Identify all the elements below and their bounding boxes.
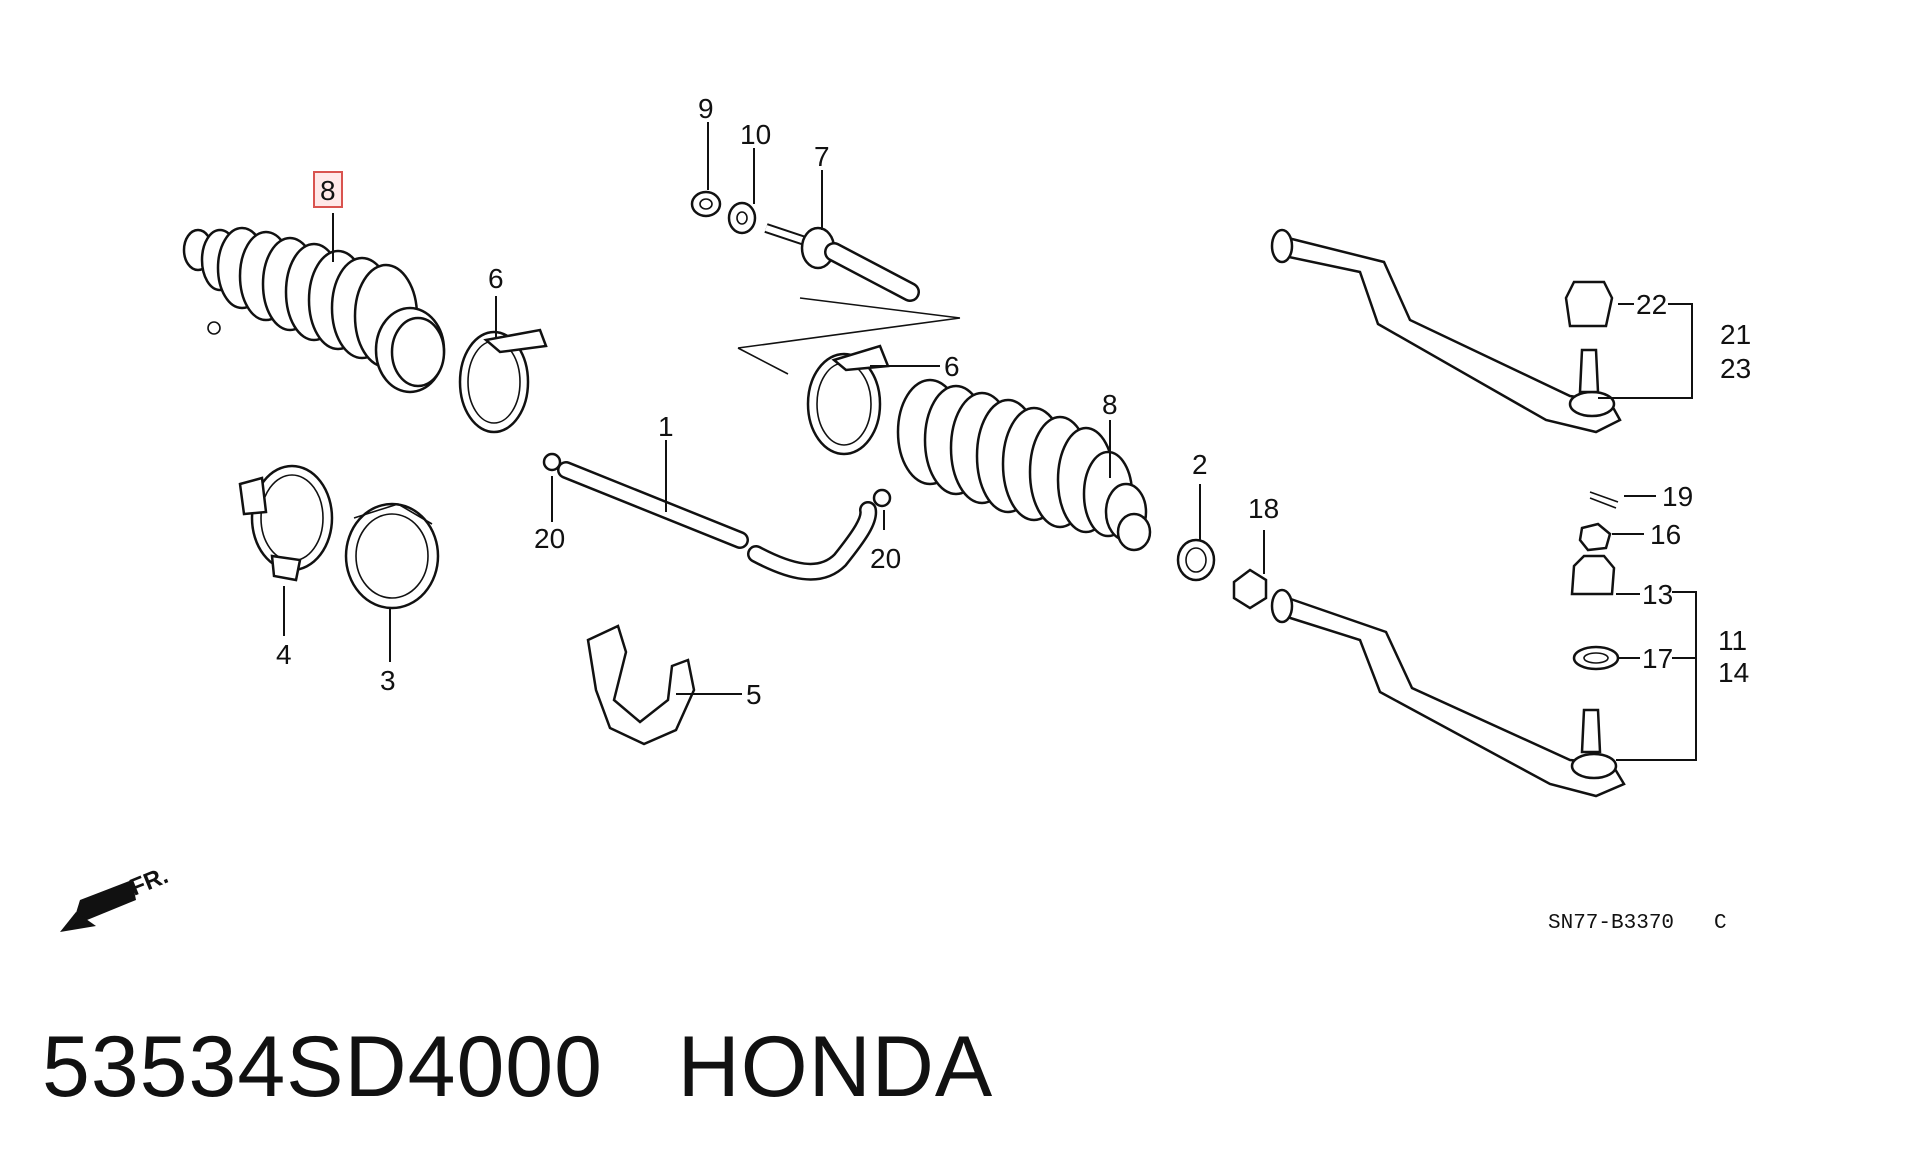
upper-tie-rod-end[interactable]: [1270, 228, 1622, 434]
castle-nut-16[interactable]: [1578, 522, 1612, 552]
callout-11[interactable]: 11: [1718, 625, 1747, 656]
callout-19[interactable]: 19: [1662, 481, 1693, 512]
right-steering-boot[interactable]: [896, 378, 1152, 552]
front-marker-label: FR.: [126, 862, 172, 902]
callout-3[interactable]: 3: [380, 665, 396, 696]
callout-13[interactable]: 13: [1642, 579, 1673, 610]
callout-9[interactable]: 9: [698, 93, 714, 124]
callout-7[interactable]: 7: [814, 141, 830, 172]
left-boot-clamp[interactable]: [458, 328, 548, 434]
callout-22[interactable]: 22: [1636, 289, 1667, 320]
lower-tie-rod-end[interactable]: [1270, 588, 1626, 798]
footer-part-info: 53534SD4000 HONDA: [42, 1018, 993, 1117]
tube-clip-left[interactable]: [542, 452, 562, 472]
diagram-code: SN77-B3370: [1548, 912, 1674, 935]
cotter-pin-19[interactable]: [1589, 491, 1619, 509]
callout-5[interactable]: 5: [746, 679, 762, 710]
right-boot-clamp[interactable]: [806, 344, 890, 456]
callout-1[interactable]: 1: [658, 411, 674, 442]
boot-band[interactable]: [344, 502, 440, 610]
stud-11[interactable]: [1580, 708, 1602, 754]
callout-21[interactable]: 21: [1720, 319, 1751, 350]
callout-6-center[interactable]: 6: [944, 351, 960, 382]
callout-20-right[interactable]: 20: [870, 543, 901, 574]
highlighted-callout-box: [313, 171, 343, 208]
left-steering-boot[interactable]: [182, 226, 446, 394]
lock-nut-18[interactable]: [1232, 568, 1268, 610]
callout-8-highlighted[interactable]: 8: [320, 175, 336, 206]
stud-21[interactable]: [1578, 348, 1600, 394]
callout-17[interactable]: 17: [1642, 643, 1673, 674]
callout-16[interactable]: 16: [1650, 519, 1681, 550]
mounting-bracket[interactable]: [586, 624, 696, 746]
callout-20-left[interactable]: 20: [534, 523, 565, 554]
callout-6-left[interactable]: 6: [488, 263, 504, 294]
part-number: 53534SD4000: [42, 1019, 603, 1115]
seal-2[interactable]: [1176, 538, 1216, 582]
assembly-guide-lines: [737, 297, 961, 375]
ring-17[interactable]: [1572, 645, 1620, 671]
breather-tube[interactable]: [557, 461, 878, 581]
dust-cover-22[interactable]: [1564, 280, 1614, 328]
leader-lines: [283, 122, 1697, 761]
tie-rod-clamp[interactable]: [238, 464, 334, 582]
front-direction-arrow: [60, 880, 136, 932]
lock-washer-10[interactable]: [727, 201, 757, 235]
dust-cover-13[interactable]: [1570, 554, 1616, 596]
tube-clip-right[interactable]: [872, 488, 892, 508]
callout-18[interactable]: 18: [1248, 493, 1279, 524]
callout-2[interactable]: 2: [1192, 449, 1208, 480]
callout-14[interactable]: 14: [1718, 657, 1749, 688]
callout-4[interactable]: 4: [276, 639, 292, 670]
diagram-code-suffix: C: [1714, 912, 1727, 935]
callout-23[interactable]: 23: [1720, 353, 1751, 384]
inner-tie-rod[interactable]: [764, 223, 920, 302]
callout-10[interactable]: 10: [740, 119, 771, 150]
brand-name: HONDA: [677, 1019, 994, 1115]
callout-8-right[interactable]: 8: [1102, 389, 1118, 420]
washer-9[interactable]: [690, 190, 722, 218]
